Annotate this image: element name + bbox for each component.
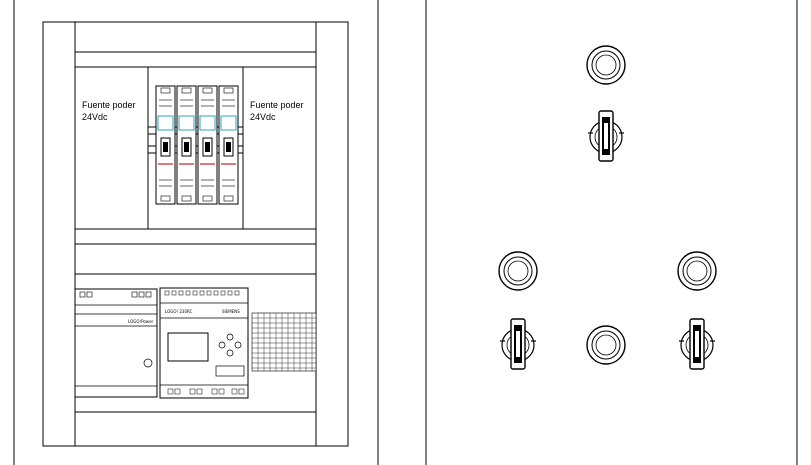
plc-output-terminals <box>167 388 245 395</box>
logo-power-module: LOGO!Power <box>74 288 158 398</box>
pilot-light-left <box>498 251 538 291</box>
plc-brand: SIEMENS <box>222 309 240 314</box>
selector-switch-top <box>588 110 624 162</box>
breaker-3 <box>197 85 218 205</box>
breaker-4 <box>218 85 239 205</box>
logo-power-brand: LOGO!Power <box>128 319 154 324</box>
power-supply-right-line2: 24Vdc <box>250 112 276 122</box>
pilot-light-right <box>677 251 717 291</box>
selector-switch-right <box>679 318 715 370</box>
selector-switch-left <box>500 318 536 370</box>
power-supply-left: Fuente poder 24Vdc <box>74 66 149 230</box>
plc-display <box>167 332 209 362</box>
adjust-potentiometer-icon <box>143 358 153 368</box>
circuit-breakers <box>155 85 239 205</box>
power-supply-left-line1: Fuente poder <box>82 100 136 110</box>
plc-input-terminals <box>164 290 240 296</box>
terminal-screws-top <box>79 291 152 298</box>
power-supply-right-line1: Fuente poder <box>250 100 304 110</box>
power-supply-right: Fuente poder 24Vdc <box>242 66 317 230</box>
plc-keypad <box>218 333 242 357</box>
plc-model: LOGO! 230RC <box>165 309 193 314</box>
page-divider-lines <box>13 0 798 465</box>
pilot-light-top <box>586 45 626 85</box>
logo-plc-module: SIEMENS LOGO! 230RC <box>159 287 249 399</box>
breaker-1 <box>155 85 176 205</box>
pilot-light-bottom-center <box>586 325 626 365</box>
breaker-2 <box>176 85 197 205</box>
ventilation-grille <box>251 312 317 372</box>
power-supply-left-line2: 24Vdc <box>82 112 108 122</box>
